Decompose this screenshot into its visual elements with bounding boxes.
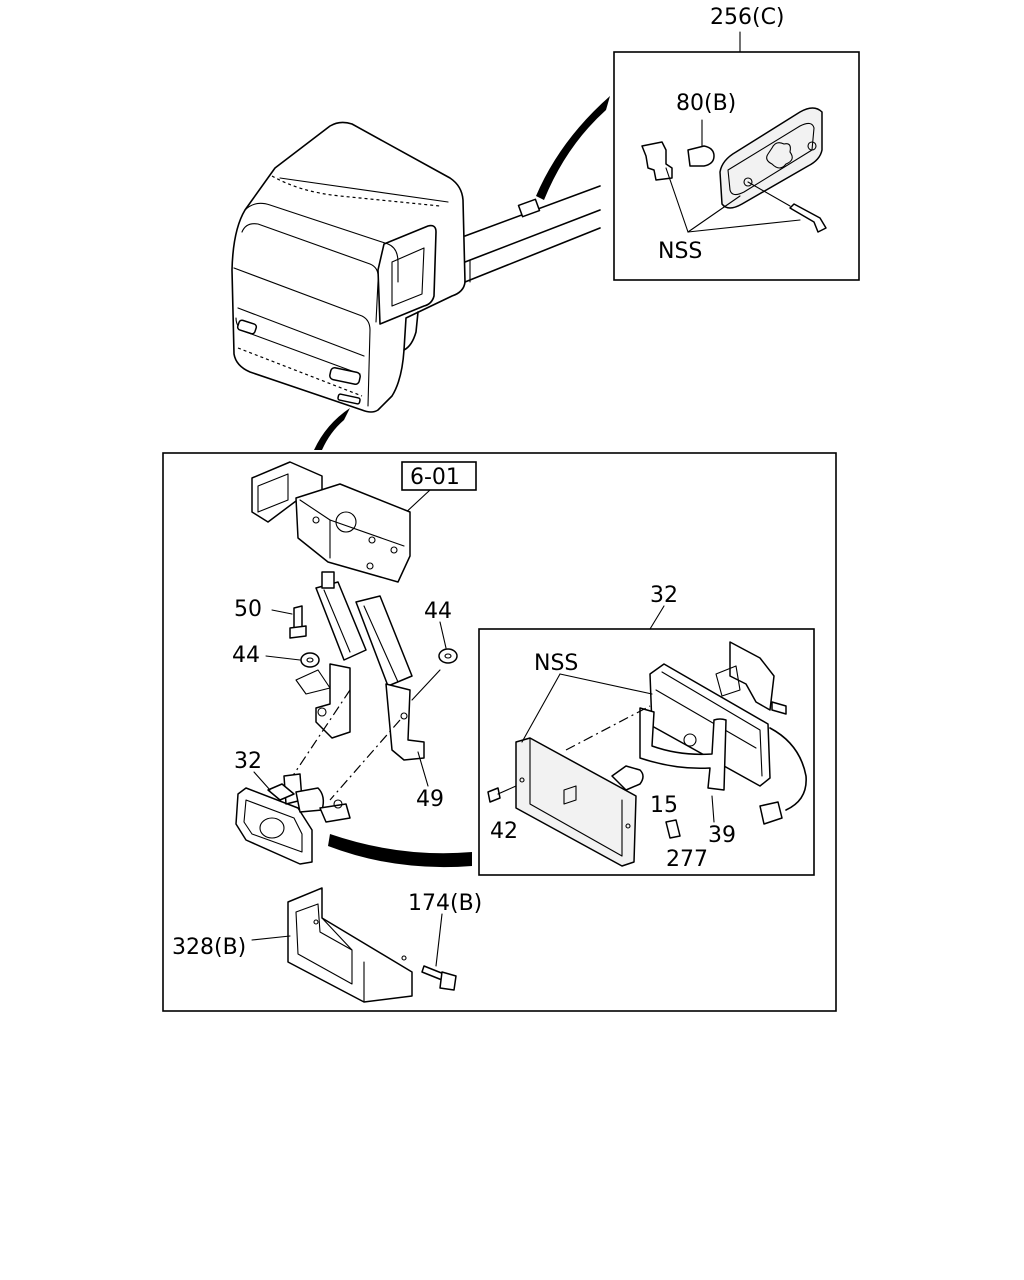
side-lamp-detail-box: [613, 31, 860, 281]
callout-6-01: 6-01: [410, 465, 460, 490]
callout-15: 15: [650, 793, 678, 818]
callout-50: 50: [234, 597, 262, 622]
callout-nss-top: NSS: [658, 239, 702, 264]
lamp-exploded-detail-box: [478, 628, 815, 876]
lamp-stays: [315, 571, 425, 761]
callout-39: 39: [708, 823, 736, 848]
callout-256-c: 256(C): [710, 5, 785, 30]
fog-lamp-assembly-box: [162, 452, 837, 1012]
leader-32-detail: [649, 605, 665, 630]
centerline-left: [289, 689, 351, 781]
nut-44-right: [411, 621, 458, 701]
callout-328-b: 328(B): [172, 935, 246, 960]
callout-80-b: 80(B): [676, 91, 736, 116]
bolt-50: [271, 605, 307, 639]
callout-49: 49: [416, 787, 444, 812]
callout-32-detail: 32: [650, 583, 678, 608]
callout-44-left: 44: [232, 643, 260, 668]
reference-box-6-01: [401, 461, 477, 491]
callout-44-right: 44: [424, 599, 452, 624]
callout-nss-detail: NSS: [534, 651, 578, 676]
callout-174-b: 174(B): [408, 891, 482, 916]
lamp-cover-328: [251, 887, 413, 1003]
callout-42: 42: [490, 819, 518, 844]
callout-32-left: 32: [234, 749, 262, 774]
leader-arc-fog-lamp: [314, 408, 350, 450]
bolt-174: [421, 913, 457, 991]
nut-44-left: [265, 652, 331, 695]
lamp-exploded-detail: [487, 641, 807, 867]
leader-arc-lamp-detail: [328, 834, 472, 868]
bumper-bracket: [251, 461, 411, 583]
leader-arc-side-lamp: [536, 96, 610, 200]
centerline-right: [329, 719, 401, 801]
truck-cab-illustration: [231, 121, 601, 413]
leader-49: [417, 751, 429, 787]
fog-lamp-assembled: [235, 771, 351, 865]
callout-277: 277: [666, 847, 708, 872]
